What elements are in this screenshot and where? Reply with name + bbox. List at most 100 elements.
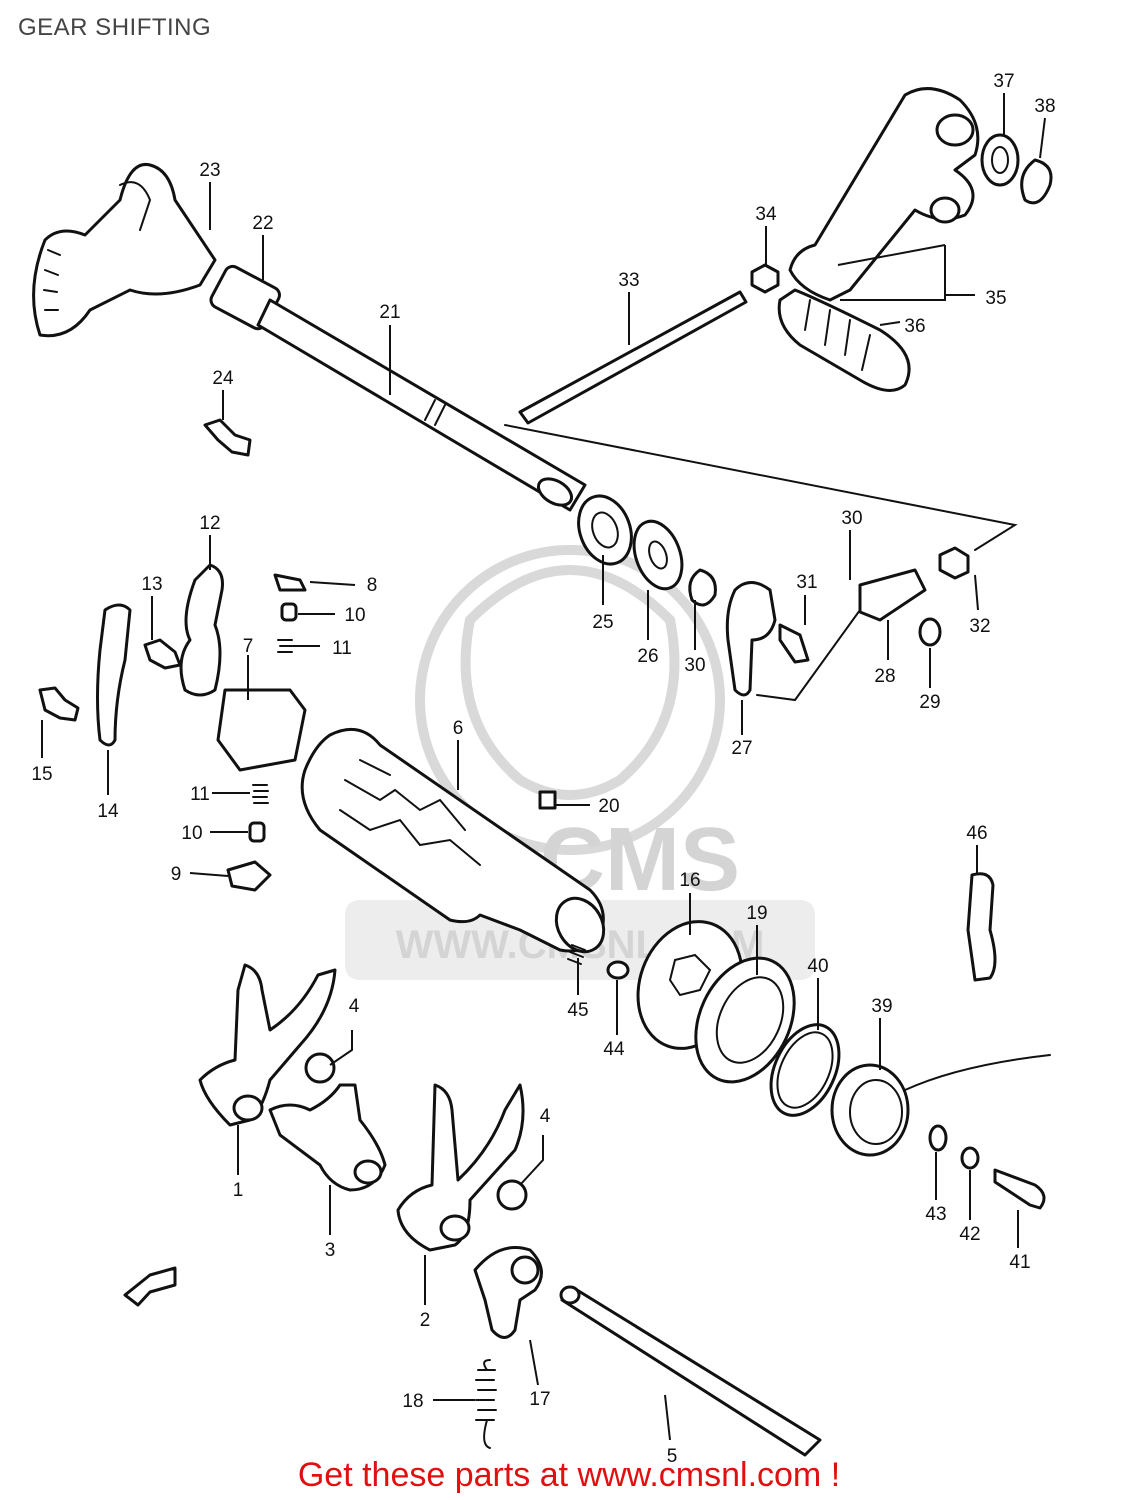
part-shift-shaft <box>256 298 587 512</box>
label-3: 3 <box>325 1240 336 1261</box>
part-washer-37 <box>980 133 1020 187</box>
label-17: 17 <box>529 1389 550 1410</box>
label-45: 45 <box>567 1000 588 1021</box>
part-pin-29 <box>918 617 942 647</box>
part-fork-2 <box>396 1083 525 1252</box>
label-30b: 30 <box>684 655 705 676</box>
label-19: 19 <box>746 903 767 924</box>
label-36: 36 <box>904 316 925 337</box>
part-shift-pedal <box>777 87 980 392</box>
part-spring-11a <box>277 639 295 653</box>
label-11a: 11 <box>332 638 352 659</box>
part-bolt-13 <box>143 638 182 670</box>
part-rod <box>518 290 748 425</box>
label-24: 24 <box>212 368 234 389</box>
part-nut-42 <box>960 1146 980 1170</box>
label-22: 22 <box>252 213 273 234</box>
label-12: 12 <box>199 513 220 534</box>
label-10b: 10 <box>181 823 202 844</box>
label-20: 20 <box>598 796 619 817</box>
label-2: 2 <box>420 1310 431 1331</box>
label-18: 18 <box>402 1391 423 1412</box>
part-plate-12 <box>179 563 224 697</box>
label-15: 15 <box>31 764 52 785</box>
label-30a: 30 <box>841 508 862 529</box>
label-9: 9 <box>171 864 182 885</box>
part-clip-30 <box>688 568 717 607</box>
label-4a: 4 <box>349 996 360 1017</box>
label-39: 39 <box>871 996 892 1017</box>
label-6: 6 <box>453 718 464 739</box>
part-lever-27 <box>725 581 777 697</box>
direction-arrow <box>123 1266 177 1307</box>
label-26: 26 <box>637 646 658 667</box>
label-37: 37 <box>993 71 1014 92</box>
label-13: 13 <box>141 574 162 595</box>
part-fork-shaft <box>560 1288 822 1457</box>
part-o-ring-40 <box>769 1023 841 1117</box>
label-28: 28 <box>874 666 895 687</box>
part-oil-seal <box>577 494 633 566</box>
fork-2-hole <box>439 1214 471 1242</box>
part-nut-32 <box>938 546 970 580</box>
part-fork-1 <box>198 963 337 1127</box>
part-bolt-24 <box>203 418 252 457</box>
assembly-guide-line <box>504 424 1018 551</box>
part-number-labels: 1 2 3 4 4 5 6 7 8 9 10 10 11 11 12 13 14… <box>31 71 1055 1467</box>
label-33: 33 <box>618 270 639 291</box>
part-screw-41 <box>993 1168 1046 1210</box>
label-34: 34 <box>755 204 777 225</box>
part-bracket-46 <box>966 872 997 982</box>
part-cam-7 <box>216 688 307 772</box>
label-1: 1 <box>233 1180 244 1201</box>
part-spring-18 <box>475 1369 497 1421</box>
part-bolt-15 <box>38 686 80 722</box>
label-42: 42 <box>959 1224 980 1245</box>
part-cam-drum <box>300 727 606 954</box>
leader-lines <box>41 93 1046 1441</box>
label-27: 27 <box>731 738 752 759</box>
label-41: 41 <box>1009 1252 1030 1273</box>
label-38: 38 <box>1034 96 1055 117</box>
part-nut-34 <box>750 263 780 294</box>
label-11b: 11 <box>190 784 210 805</box>
label-44: 44 <box>603 1039 625 1060</box>
fork-1-hole <box>232 1094 264 1122</box>
label-32: 32 <box>969 616 990 637</box>
label-14: 14 <box>97 801 119 822</box>
part-circlip-38 <box>1020 158 1053 205</box>
label-46: 46 <box>966 823 987 844</box>
label-8: 8 <box>367 575 378 596</box>
part-spring-11b <box>252 784 269 804</box>
part-fork-3 <box>268 1083 387 1192</box>
footer-parts-link[interactable]: Get these parts at www.cmsnl.com ! <box>297 1456 841 1494</box>
label-23: 23 <box>199 160 220 181</box>
part-sensor-39 <box>830 1063 910 1157</box>
part-pin-44 <box>606 960 630 980</box>
fork-3-hole <box>353 1159 383 1185</box>
part-roller-4a <box>304 1052 336 1084</box>
label-21: 21 <box>379 302 400 323</box>
page-title: GEAR SHIFTING <box>18 14 212 41</box>
part-pin-10a <box>280 602 298 622</box>
part-shift-arm <box>32 162 217 338</box>
label-40: 40 <box>807 956 828 977</box>
label-25: 25 <box>592 612 613 633</box>
label-7: 7 <box>243 636 254 657</box>
part-roller-4b <box>496 1179 528 1211</box>
part-link-28 <box>858 568 927 622</box>
label-29: 29 <box>919 692 940 713</box>
label-10a: 10 <box>344 605 365 626</box>
part-washer-43 <box>928 1124 948 1152</box>
label-43: 43 <box>925 1204 946 1225</box>
part-stopper-9 <box>226 860 272 892</box>
label-5: 5 <box>667 1446 678 1467</box>
label-31: 31 <box>796 572 817 593</box>
sensor-wire <box>904 1054 1051 1091</box>
label-35: 35 <box>985 288 1006 309</box>
part-bolt-31 <box>778 623 810 664</box>
label-4b: 4 <box>540 1106 551 1127</box>
label-16: 16 <box>679 870 700 891</box>
part-pin-8 <box>273 573 307 592</box>
